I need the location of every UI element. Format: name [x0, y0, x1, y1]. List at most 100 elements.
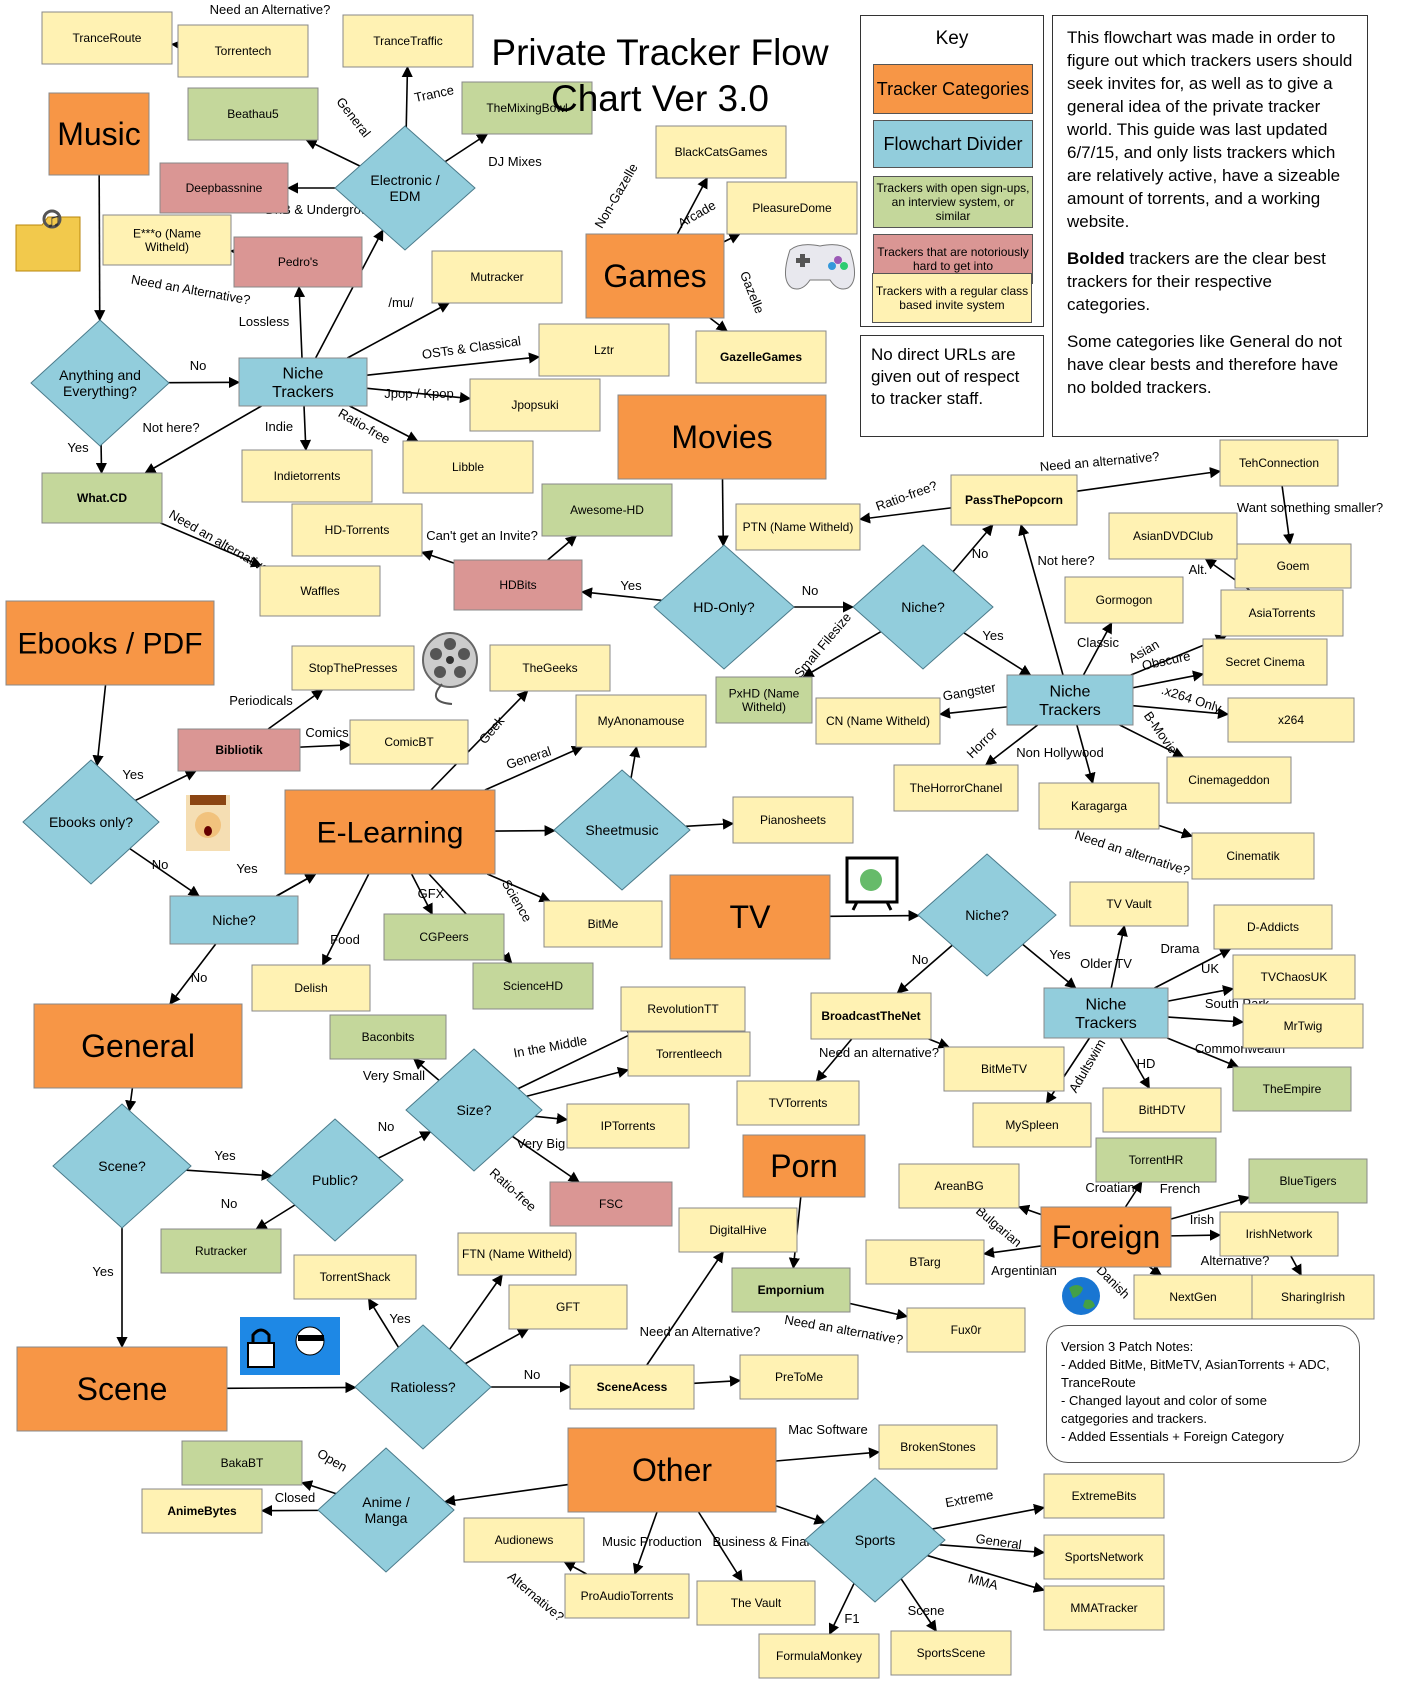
node-ftn[interactable]: FTN (Name Witheld): [458, 1233, 576, 1275]
node-bakabt[interactable]: BakaBT: [182, 1441, 302, 1485]
node-secretcinema[interactable]: Secret Cinema: [1203, 639, 1327, 685]
node-sharingirish[interactable]: SharingIrish: [1252, 1275, 1374, 1319]
node-torrentech[interactable]: Torrentech: [178, 25, 308, 77]
node-karagarga[interactable]: Karagarga: [1039, 783, 1159, 829]
node-comicbt[interactable]: ComicBT: [350, 720, 468, 764]
node-whatcd[interactable]: What.CD: [42, 473, 162, 523]
node-ptn[interactable]: PTN (Name Witheld): [736, 504, 860, 550]
node-extremebits[interactable]: ExtremeBits: [1044, 1474, 1164, 1518]
node-tvchaosuk[interactable]: TVChaosUK: [1233, 955, 1355, 999]
node-fsc[interactable]: FSC: [550, 1182, 672, 1226]
node-torrentleech[interactable]: Torrentleech: [628, 1032, 750, 1076]
node-pleasuredome[interactable]: PleasureDome: [727, 182, 857, 234]
node-mmatracker[interactable]: MMATracker: [1044, 1586, 1164, 1630]
node-blackcatsgames[interactable]: BlackCatsGames: [656, 126, 786, 178]
node-libble[interactable]: Libble: [403, 441, 533, 493]
node-bibliotik[interactable]: Bibliotik: [178, 729, 300, 771]
node-theempire[interactable]: TheEmpire: [1233, 1067, 1351, 1111]
node-bitme[interactable]: BitMe: [544, 901, 662, 947]
node-thegeeks[interactable]: TheGeeks: [490, 645, 610, 691]
node-tehconnection[interactable]: TehConnection: [1220, 440, 1338, 486]
node-bithdtv[interactable]: BitHDTV: [1103, 1088, 1221, 1132]
node-scene[interactable]: Scene: [17, 1347, 227, 1431]
node-pretome[interactable]: PreToMe: [740, 1355, 858, 1399]
node-niche_movies_q[interactable]: Niche?: [853, 545, 993, 669]
node-x264[interactable]: x264: [1228, 698, 1354, 742]
node-hdbits[interactable]: HDBits: [454, 560, 582, 610]
node-beathau5[interactable]: Beathau5: [188, 88, 318, 140]
node-proaudiotorrents[interactable]: ProAudioTorrents: [565, 1574, 689, 1618]
node-rutracker[interactable]: Rutracker: [161, 1229, 281, 1273]
node-movies[interactable]: Movies: [618, 395, 826, 479]
node-nextgen[interactable]: NextGen: [1134, 1275, 1252, 1319]
node-sports[interactable]: Sports: [805, 1478, 945, 1602]
node-torrentshack[interactable]: TorrentShack: [294, 1255, 416, 1299]
node-ebooks[interactable]: Ebooks / PDF: [6, 601, 214, 685]
node-gft[interactable]: GFT: [509, 1285, 627, 1329]
node-cinematik[interactable]: Cinematik: [1192, 833, 1314, 879]
node-gormogon[interactable]: Gormogon: [1065, 577, 1183, 623]
node-hdonly[interactable]: HD-Only?: [654, 545, 794, 669]
node-porn[interactable]: Porn: [743, 1135, 865, 1197]
node-arenabg[interactable]: AreanBG: [899, 1164, 1019, 1208]
node-daddicts[interactable]: D-Addicts: [1214, 905, 1332, 949]
node-delish[interactable]: Delish: [252, 965, 370, 1011]
node-electronic[interactable]: Electronic /EDM: [335, 126, 475, 250]
node-niche_ebooks[interactable]: Niche?: [170, 896, 298, 944]
node-iptorrents[interactable]: IPTorrents: [567, 1104, 689, 1148]
node-waffles[interactable]: Waffles: [260, 566, 380, 616]
node-cinemageddon[interactable]: Cinemageddon: [1167, 757, 1291, 803]
node-ratioless[interactable]: Ratioless?: [355, 1325, 491, 1449]
node-cn[interactable]: CN (Name Witheld): [816, 698, 940, 744]
node-ptp[interactable]: PassThePopcorn: [951, 475, 1077, 525]
node-mrtwig[interactable]: MrTwig: [1243, 1004, 1363, 1048]
node-tvtorrents[interactable]: TVTorrents: [737, 1081, 859, 1125]
node-bluetigers[interactable]: BlueTigers: [1249, 1159, 1367, 1203]
node-jpopsuki[interactable]: Jpopsuki: [470, 379, 600, 431]
node-sportsscene[interactable]: SportsScene: [891, 1631, 1011, 1675]
node-gazellegames[interactable]: GazelleGames: [696, 331, 826, 383]
node-music[interactable]: Music: [49, 93, 149, 175]
node-games[interactable]: Games: [586, 234, 724, 318]
node-elearning[interactable]: E-Learning: [285, 790, 495, 874]
node-pianosheets[interactable]: Pianosheets: [733, 797, 853, 843]
node-sciencehd[interactable]: ScienceHD: [473, 963, 593, 1009]
node-baconbits[interactable]: Baconbits: [330, 1015, 446, 1059]
node-foreign[interactable]: Foreign: [1041, 1207, 1171, 1267]
node-irishnetwork[interactable]: IrishNetwork: [1220, 1212, 1338, 1256]
node-general[interactable]: General: [34, 1004, 242, 1088]
node-tranceroute[interactable]: TranceRoute: [42, 12, 172, 64]
node-asiandvdclub[interactable]: AsianDVDClub: [1109, 513, 1237, 559]
node-myanonamouse[interactable]: MyAnonamouse: [576, 695, 706, 747]
node-bitmetv[interactable]: BitMeTV: [944, 1047, 1064, 1091]
node-brokenstones[interactable]: BrokenStones: [879, 1425, 997, 1469]
node-sceneacess[interactable]: SceneAcess: [570, 1365, 694, 1409]
node-thehorrorchanel[interactable]: TheHorrorChanel: [894, 765, 1018, 811]
node-scene_q[interactable]: Scene?: [53, 1104, 191, 1228]
node-hdtorrents[interactable]: HD-Torrents: [292, 504, 422, 556]
node-awesomehd[interactable]: Awesome-HD: [542, 484, 672, 536]
node-animebytes[interactable]: AnimeBytes: [142, 1489, 262, 1533]
node-trancetraffic[interactable]: TranceTraffic: [343, 15, 473, 67]
node-cgpeers[interactable]: CGPeers: [384, 914, 504, 960]
node-goem[interactable]: Goem: [1235, 544, 1351, 588]
node-size[interactable]: Size?: [406, 1049, 542, 1171]
node-deepbassnine[interactable]: Deepbassnine: [160, 163, 288, 213]
node-broadcastthenet[interactable]: BroadcastTheNet: [811, 993, 931, 1039]
node-revolutiontt[interactable]: RevolutionTT: [621, 987, 745, 1031]
node-myspleen[interactable]: MySpleen: [973, 1103, 1091, 1147]
node-thevault[interactable]: The Vault: [697, 1581, 815, 1625]
node-btarg[interactable]: BTarg: [866, 1240, 984, 1284]
node-digitalhive[interactable]: DigitalHive: [679, 1208, 797, 1252]
node-formulamonkey[interactable]: FormulaMonkey: [759, 1634, 879, 1678]
node-emporium[interactable]: Empornium: [732, 1268, 850, 1312]
node-pedros[interactable]: Pedro's: [234, 237, 362, 287]
node-torrenthr[interactable]: TorrentHR: [1096, 1138, 1216, 1182]
node-other[interactable]: Other: [568, 1428, 776, 1512]
node-audionews[interactable]: Audionews: [464, 1518, 584, 1562]
node-tv[interactable]: TV: [670, 875, 830, 959]
